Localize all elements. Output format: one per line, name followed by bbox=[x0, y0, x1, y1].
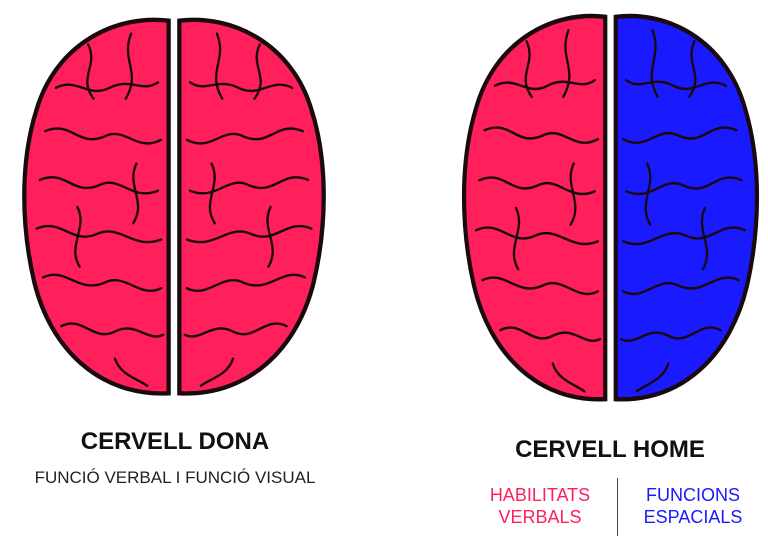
spatial-functions-label: FUNCIONS ESPACIALS bbox=[628, 484, 758, 528]
spatial-functions-line2: ESPACIALS bbox=[628, 506, 758, 528]
female-brain-illustration bbox=[13, 12, 335, 402]
male-brain-illustration bbox=[453, 8, 768, 408]
verbal-skills-line2: VERBALS bbox=[470, 506, 610, 528]
male-brain-title: CERVELL HOME bbox=[470, 436, 750, 464]
left-hemisphere bbox=[464, 16, 605, 399]
verbal-skills-label: HABILITATS VERBALS bbox=[470, 484, 610, 528]
female-brain-subtitle: FUNCIÓ VERBAL I FUNCIÓ VISUAL bbox=[0, 468, 350, 488]
label-divider bbox=[617, 478, 618, 536]
female-brain-title: CERVELL DONA bbox=[0, 428, 350, 456]
right-hemisphere bbox=[616, 16, 757, 399]
left-hemisphere bbox=[24, 20, 168, 394]
verbal-skills-line1: HABILITATS bbox=[470, 484, 610, 506]
right-hemisphere bbox=[179, 20, 323, 394]
spatial-functions-line1: FUNCIONS bbox=[628, 484, 758, 506]
